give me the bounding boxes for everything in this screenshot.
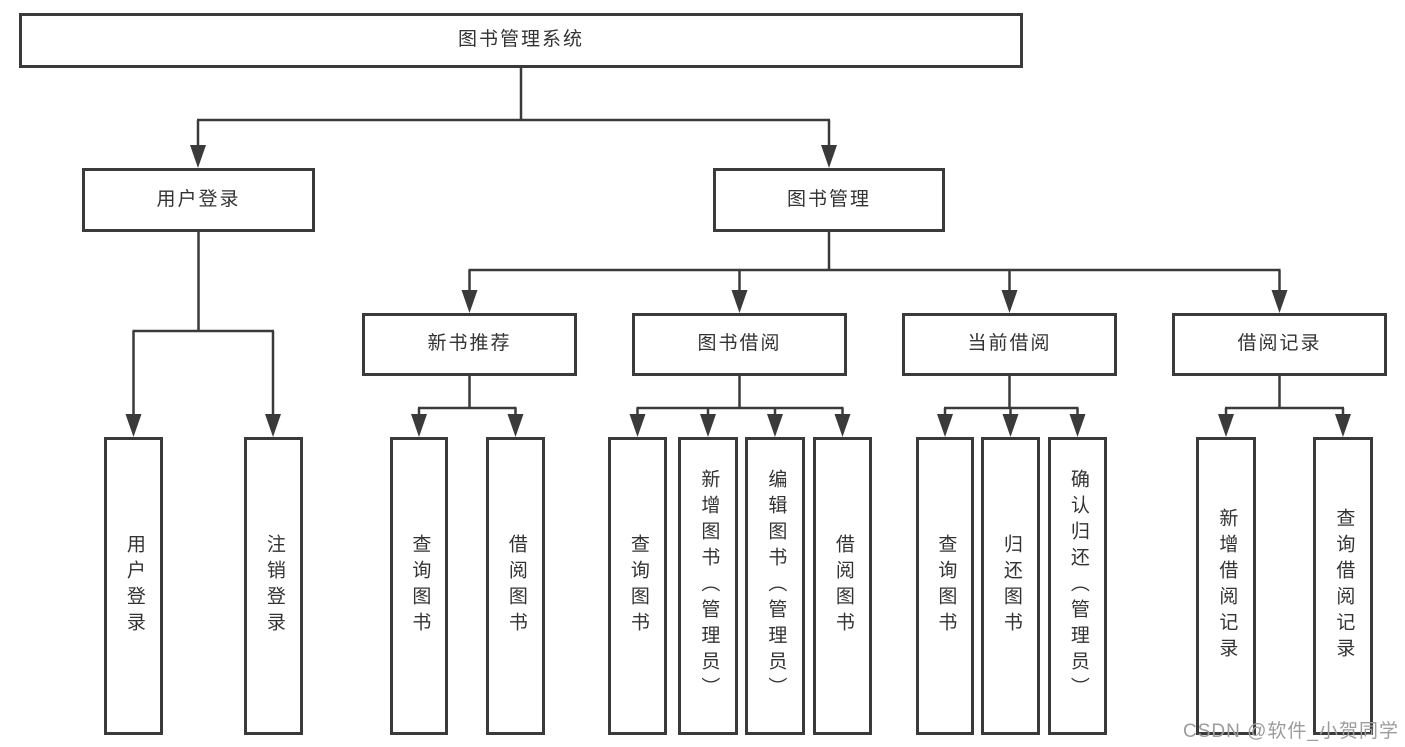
leaf-borrow-edit-books-admin: 编辑图书（管理员） <box>745 437 805 735</box>
leaf-current-confirm-return-admin: 确认归还（管理员） <box>1048 437 1107 735</box>
watermark: CSDN @软件_小贺同学 <box>1183 721 1399 742</box>
leaf-current-query-books: 查询图书 <box>916 437 974 735</box>
node-library-system: 图书管理系统 <box>19 13 1023 68</box>
node-user-login: 用户登录 <box>82 168 315 232</box>
leaf-records-query-record: 查询借阅记录 <box>1313 437 1373 735</box>
leaf-newbook-query-books: 查询图书 <box>390 437 448 735</box>
leaf-borrow-add-books-admin: 新增图书（管理员） <box>678 437 738 735</box>
leaf-borrow-borrow-books: 借阅图书 <box>813 437 872 735</box>
node-current-borrow: 当前借阅 <box>902 313 1117 376</box>
leaf-user-login: 用户登录 <box>104 437 163 735</box>
leaf-borrow-query-books: 查询图书 <box>608 437 667 735</box>
leaf-records-add-record: 新增借阅记录 <box>1196 437 1256 735</box>
node-borrow-records: 借阅记录 <box>1172 313 1387 376</box>
leaf-current-return-books: 归还图书 <box>981 437 1040 735</box>
node-new-book-recommend: 新书推荐 <box>362 313 577 376</box>
node-book-management: 图书管理 <box>713 168 945 232</box>
node-book-borrow: 图书借阅 <box>632 313 847 376</box>
leaf-newbook-borrow-books: 借阅图书 <box>486 437 545 735</box>
leaf-logout: 注销登录 <box>244 437 303 735</box>
